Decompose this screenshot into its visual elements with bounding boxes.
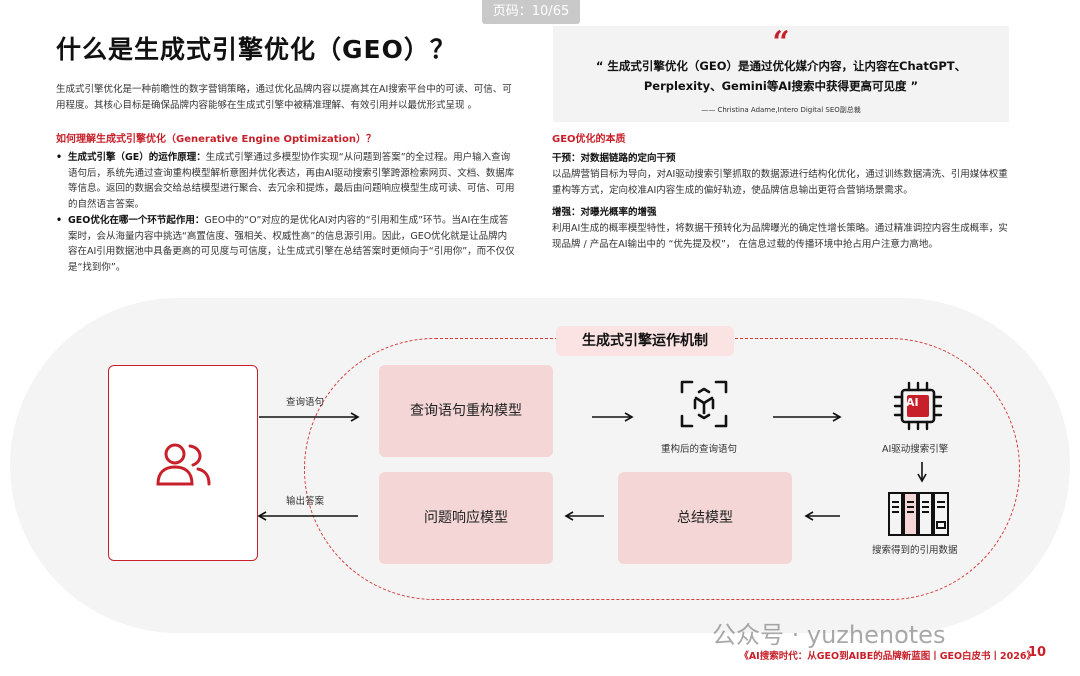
rewrite-model-box: 查询语句重构模型	[379, 365, 553, 457]
query-label: 查询语句	[286, 397, 325, 408]
user-box	[108, 365, 258, 561]
page-badge: 页码：10/65	[482, 0, 580, 24]
bullet-term: GEO优化在哪一个环节起作用：	[68, 215, 205, 226]
ai-chip-icon	[893, 381, 943, 431]
essence-item-title: 干预：对数据链路的定向干预	[552, 153, 676, 164]
intro-paragraph: 生成式引擎优化是一种前瞻性的数字营销策略，通过优化品牌内容以提高其在AI搜索平台…	[56, 84, 512, 111]
essence-item-title: 增强：对曝光概率的增强	[552, 207, 657, 218]
rewritten-query-label: 重构后的查询语句	[661, 444, 738, 455]
cited-data-label: 搜索得到的引用数据	[872, 545, 958, 556]
essence-item-text: 以品牌营销目标为导向，对AI驱动搜索引擎抓取的数据源进行结构化优化，通过训练数据…	[552, 169, 1008, 196]
section-heading: 如何理解生成式引擎优化（Generative Engine Optimizati…	[56, 134, 376, 145]
bullet-text: GEO中的“O”对应的是优化AI对内容的“引用和生成”环节。当AI在生成答案时，…	[68, 215, 515, 273]
page-title: 什么是生成式引擎优化（GEO）？	[56, 35, 456, 64]
ai-engine-label: AI驱动搜索引擎	[882, 444, 949, 455]
diagram-title: 生成式引擎运作机制	[556, 326, 734, 356]
response-model-box: 问题响应模型	[379, 472, 553, 564]
bullet-item: GEO优化在哪一个环节起作用：GEO中的“O”对应的是优化AI对内容的“引用和生…	[56, 213, 516, 275]
bullet-text: 生成式引擎通过多模型协作实现“从问题到答案”的全过程。用户输入查询语句后，系统先…	[68, 152, 515, 210]
bullet-item: 生成式引擎（GE）的运作原理：生成式引擎通过多模型协作实现“从问题到答案”的全过…	[56, 150, 516, 212]
essence-item-text: 利用AI生成的概率模型特性，将数据干预转化为品牌曝光的确定性增长策略。通过精准调…	[552, 223, 1008, 250]
essence-heading: GEO优化的本质	[552, 134, 626, 145]
ai-chip-text: AI	[906, 396, 919, 409]
quote-mark-icon: “	[772, 25, 790, 60]
transform-cube-icon	[680, 380, 728, 428]
users-icon	[156, 443, 211, 486]
quote-box: “ “ 生成式引擎优化（GEO）是通过优化媒介内容，让内容在ChatGPT、Pe…	[553, 26, 1009, 122]
quote-text: “ 生成式引擎优化（GEO）是通过优化媒介内容，让内容在ChatGPT、Perp…	[595, 59, 967, 93]
bullet-list: 生成式引擎（GE）的运作原理：生成式引擎通过多模型协作实现“从问题到答案”的全过…	[56, 150, 516, 276]
footer-text: 《AI搜索时代：从GEO到AIBE的品牌新蓝图丨GEO白皮书丨2026》	[739, 651, 1036, 662]
summary-model-box: 总结模型	[618, 472, 792, 564]
watermark: 公众号 · yuzhenotes	[712, 621, 946, 649]
database-books-icon	[888, 492, 949, 536]
quote-author: —— Christina Adame,Intero Digital SEO副总裁	[701, 106, 861, 114]
bullet-term: 生成式引擎（GE）的运作原理：	[68, 152, 206, 163]
page-number: 10	[1028, 645, 1047, 660]
answer-label: 输出答案	[286, 496, 325, 507]
